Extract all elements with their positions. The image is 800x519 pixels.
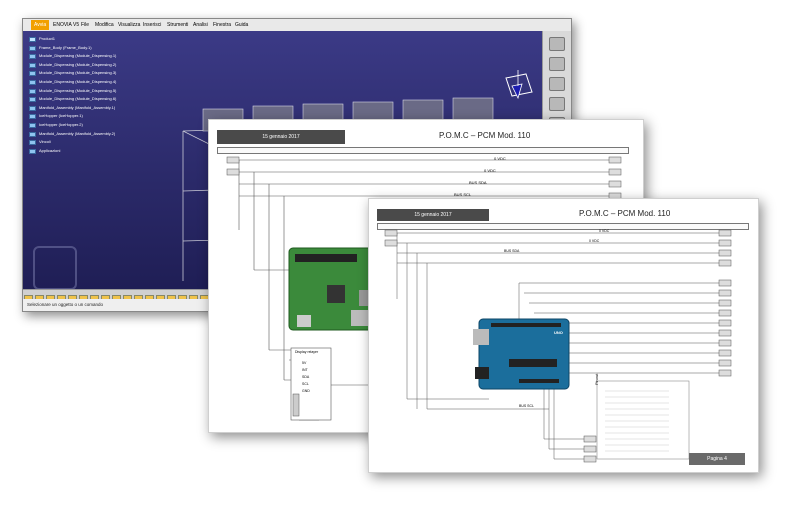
- schematic-sheet-arduino: 15 gennaio 2017 P.O.M.C – PCM Mod. 110: [368, 198, 759, 473]
- menu-avvia[interactable]: Avvia: [31, 20, 50, 30]
- menu-analisi[interactable]: Analisi: [193, 22, 208, 28]
- bus-label: 0 VDC: [494, 156, 506, 161]
- bus-label: 0 VDC: [599, 229, 610, 233]
- sheet-date: 15 gennaio 2017: [377, 209, 489, 221]
- toolbar-tool-icon[interactable]: [549, 57, 565, 71]
- tree-item[interactable]: IceHopper (IceHopper.2): [29, 121, 116, 130]
- pin-label: GND: [302, 389, 310, 393]
- menu-inserisci[interactable]: Inserisci: [143, 22, 162, 28]
- legend-title: Pinout: [594, 373, 599, 385]
- toolbar-tool-icon[interactable]: [549, 77, 565, 91]
- column-ruler: [217, 147, 629, 154]
- workbench-thumbnail: [33, 246, 77, 290]
- pin-label: SCL: [302, 382, 309, 386]
- pin-label: 5V: [302, 361, 307, 365]
- tree-item[interactable]: Vincoli: [29, 138, 116, 147]
- tree-item[interactable]: Module_Dispensing (Module_Dispensing.5): [29, 87, 116, 96]
- tree-item[interactable]: Module_Dispensing (Module_Dispensing.4): [29, 78, 116, 87]
- bus-label: BUS SDA: [504, 249, 520, 253]
- pin-label: SDA: [302, 375, 310, 379]
- display-label: Display relayer: [295, 350, 319, 354]
- bus-label: BUS SCL: [454, 192, 472, 197]
- sheet-title: P.O.M.C – PCM Mod. 110: [439, 131, 531, 140]
- menu-guida[interactable]: Guida: [235, 22, 249, 28]
- tree-item[interactable]: Module_Dispensing (Module_Dispensing.1): [29, 52, 116, 61]
- menu-visualizza[interactable]: Visualizza: [118, 22, 141, 28]
- bus-label: 0 VDC: [589, 239, 600, 243]
- menu-enovia[interactable]: ENOVIA V5: [53, 22, 80, 28]
- tree-item[interactable]: Frame_Body (Frame_Body.1): [29, 44, 116, 53]
- compass-icon[interactable]: [498, 66, 538, 106]
- bus-label: BUS SCL: [519, 404, 534, 408]
- tree-item[interactable]: Module_Dispensing (Module_Dispensing.3): [29, 69, 116, 78]
- menu-strumenti[interactable]: Strumenti: [167, 22, 189, 28]
- display-pins: 5V INT SDA SCL GND: [302, 360, 310, 395]
- tree-item[interactable]: Module_Dispensing (Module_Dispensing.6): [29, 95, 116, 104]
- tree-item[interactable]: Applicazioni: [29, 147, 116, 156]
- pin-label: INT: [302, 368, 308, 372]
- sheet-title: P.O.M.C – PCM Mod. 110: [579, 209, 671, 218]
- tree-item[interactable]: Module_Dispensing (Module_Dispensing.2): [29, 61, 116, 70]
- menu-file[interactable]: File: [81, 22, 90, 28]
- specification-tree: Product1 Frame_Body (Frame_Body.1) Modul…: [29, 35, 116, 155]
- tree-item[interactable]: IceHopper (IceHopper.1): [29, 112, 116, 121]
- menu-finestra[interactable]: Finestra: [213, 22, 232, 28]
- bus-label: 0 VDC: [484, 168, 496, 173]
- sheet-date: 15 gennaio 2017: [217, 130, 345, 144]
- schematic-wiring: [226, 156, 622, 421]
- tree-item[interactable]: Manifold_Assembly (Manifold_Assembly.2): [29, 130, 116, 139]
- toolbar-tool-icon[interactable]: [549, 37, 565, 51]
- schematic-wiring: [384, 229, 732, 463]
- page-number: Pagina 4: [689, 453, 745, 465]
- toolbar-tool-icon[interactable]: [549, 97, 565, 111]
- board-label: UNO: [554, 330, 563, 335]
- tree-item[interactable]: Product1: [29, 35, 116, 44]
- bus-label: BUS SDA: [469, 180, 487, 185]
- tree-item[interactable]: Manifold_Assembly (Manifold_Assembly.1): [29, 104, 116, 113]
- menu-modifica[interactable]: Modifica: [95, 22, 114, 28]
- column-ruler: [377, 223, 749, 230]
